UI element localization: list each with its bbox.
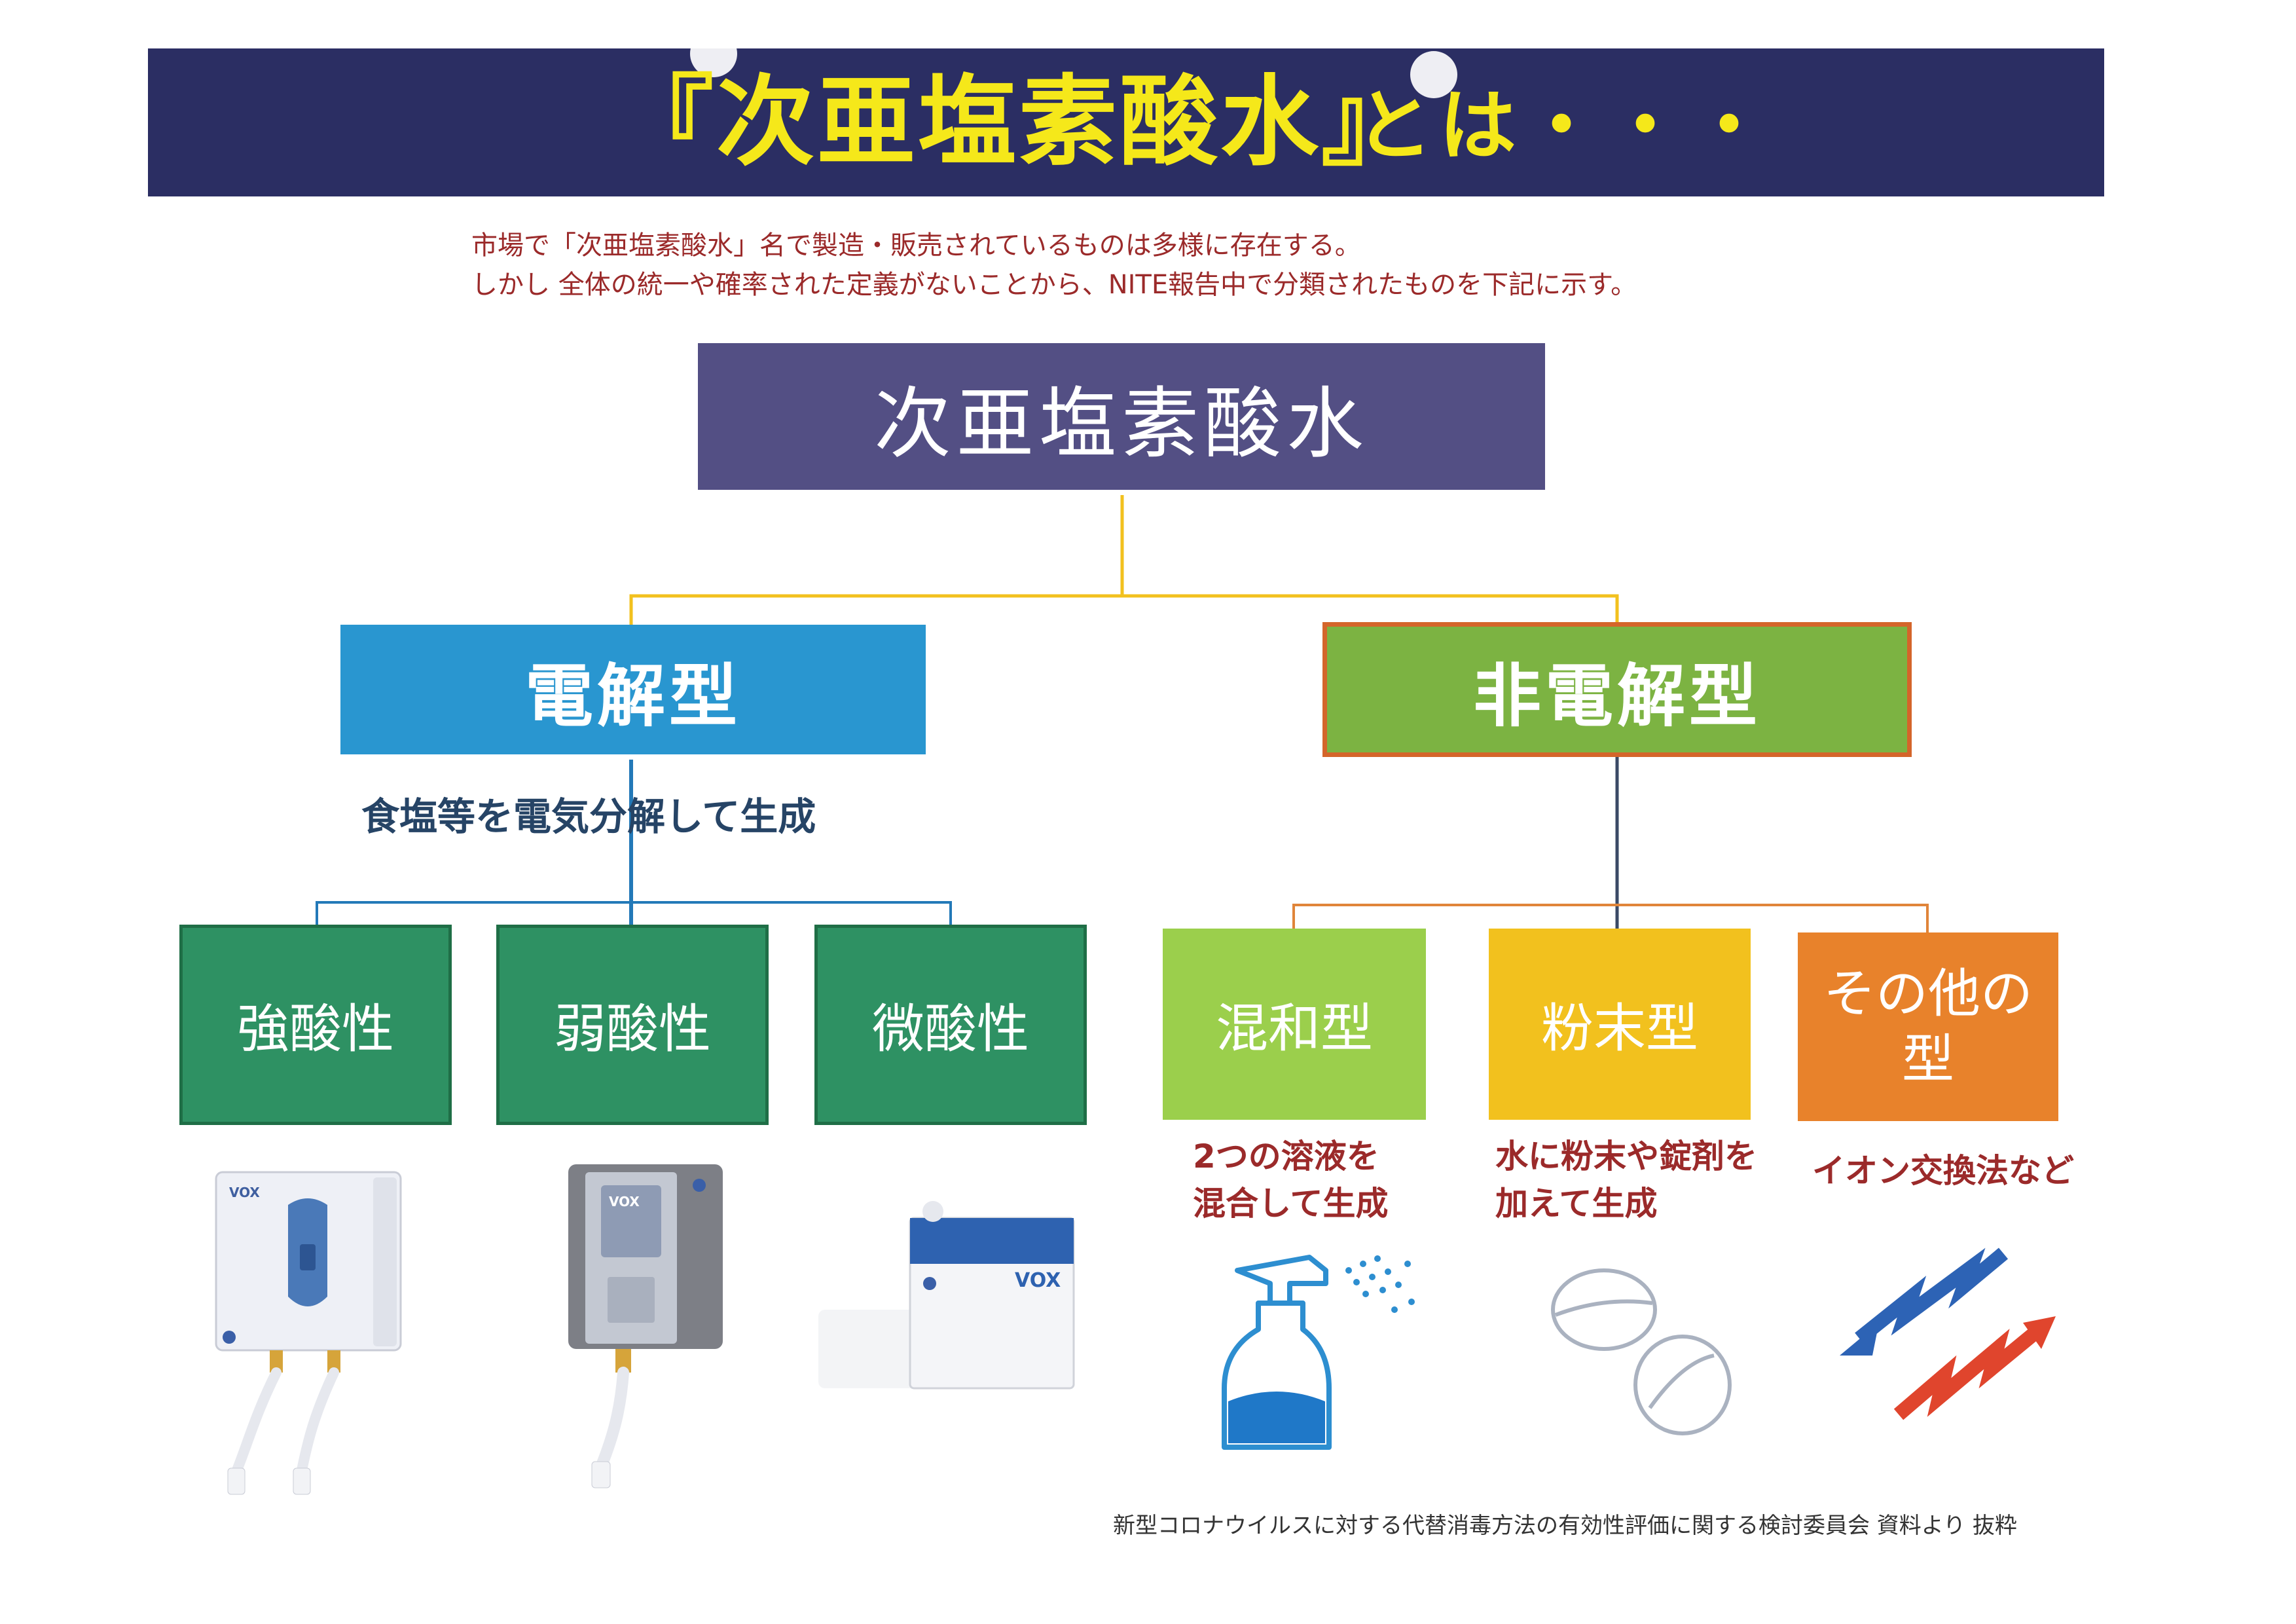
non-electrolytic-node: 非電解型 [1322,622,1912,757]
punch-hole [690,30,737,77]
powder-type-description: 水に粉末や錠剤を 加えて生成 [1495,1133,1757,1227]
mixed-type-node: 混和型 [1163,929,1426,1120]
powder-description-line-1: 水に粉末や錠剤を [1495,1137,1757,1175]
mixed-description-line-1: 2つの溶液を [1193,1137,1379,1175]
electrolytic-node: 電解型 [340,625,926,754]
arrows-icon [1840,1247,2056,1420]
intro-line-2: しかし 全体の統一や確率された定義がないことから、NITE報告中で分類されたもの… [471,270,1637,300]
tablet-icon [1551,1268,1732,1435]
device-3-logo: VOX [1015,1269,1061,1292]
generator-device-icon: VOX [568,1164,723,1488]
strong-acid-node: 強酸性 [179,925,452,1125]
generator-unit-icon: VOX [818,1201,1075,1390]
mixed-type-description: 2つの溶液を 混合して生成 [1193,1133,1389,1227]
source-note: 新型コロナウイルスに対する代替消毒方法の有効性評価に関する検討委員会 資料より … [1113,1513,2017,1539]
other-type-description: イオン交換法など [1812,1152,2074,1190]
weak-acid-node: 弱酸性 [496,925,769,1125]
spray-bottle-icon [1222,1255,1415,1450]
punch-hole [1410,51,1457,98]
mixed-description-line-2: 混合して生成 [1193,1185,1389,1223]
title-banner [148,48,2104,196]
other-type-label-line-2: 型 [1902,1029,1954,1090]
generator-device-icon: VOX [215,1171,402,1495]
intro-line-1: 市場で「次亜塩素酸水」名で製造・販売されているものは多様に存在する。 [471,231,1361,261]
device-1-logo: VOX [229,1185,260,1200]
powder-type-node: 粉末型 [1489,929,1751,1120]
powder-description-line-2: 加えて生成 [1495,1185,1658,1223]
other-type-label-line-1: その他の [1823,963,2033,1024]
page-title-suffix: とは・・・ [1355,81,1775,171]
page-title: 『次亜塩素酸水』 [615,65,1423,179]
device-2-logo: VOX [609,1194,640,1209]
root-node: 次亜塩素酸水 [698,343,1545,490]
electrolytic-description: 食塩等を電気分解して生成 [361,794,816,839]
slightly-acid-node: 微酸性 [814,925,1087,1125]
other-type-node: その他の 型 [1798,932,2058,1121]
